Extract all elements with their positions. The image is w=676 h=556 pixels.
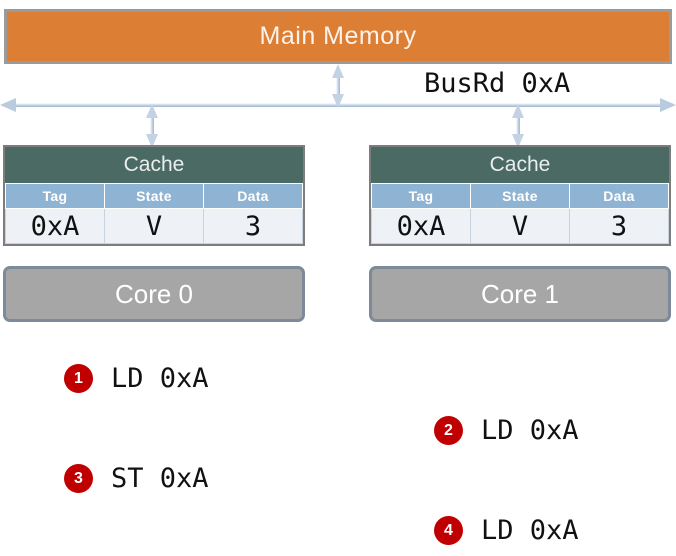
column-header-data: Data (569, 183, 669, 209)
column-header-data: Data (203, 183, 303, 209)
table-header-row: Tag State Data (371, 183, 669, 209)
step-badge-1: 1 (64, 364, 93, 393)
cache-title-1: Cache (371, 147, 669, 183)
core-block-0: Core 0 (3, 266, 305, 322)
cell-state: V (104, 208, 204, 244)
node-core0: Cache Tag State Data 0xA V 3 Core 0 (3, 145, 305, 322)
core-label-0: Core 0 (114, 278, 194, 309)
step-badge-2: 2 (434, 416, 463, 445)
step-item-3: 3 ST 0xA (64, 463, 209, 494)
core-block-1: Core 1 (369, 266, 671, 322)
step-text-1: LD 0xA (111, 363, 209, 394)
cell-tag: 0xA (371, 208, 471, 244)
connector-bus-to-cache1-icon (512, 104, 524, 148)
cell-data: 3 (203, 208, 303, 244)
cache-title-0: Cache (5, 147, 303, 183)
step-badge-3: 3 (64, 464, 93, 493)
column-header-tag: Tag (371, 183, 471, 209)
step-text-4: LD 0xA (481, 515, 579, 546)
bus-transaction-label: BusRd 0xA (424, 68, 571, 99)
table-row: 0xA V 3 (5, 208, 303, 244)
cell-data: 3 (569, 208, 669, 244)
cache-table-1: Tag State Data 0xA V 3 (371, 183, 669, 244)
core-label-1: Core 1 (480, 278, 560, 309)
main-memory-label: Main Memory (259, 22, 417, 50)
cell-state: V (470, 208, 570, 244)
connector-bus-to-cache0-icon (146, 104, 158, 148)
step-item-1: 1 LD 0xA (64, 363, 209, 394)
step-item-4: 4 LD 0xA (434, 515, 579, 546)
table-row: 0xA V 3 (371, 208, 669, 244)
connector-memory-to-bus-icon (332, 64, 344, 108)
table-header-row: Tag State Data (5, 183, 303, 209)
column-header-state: State (470, 183, 570, 209)
cell-tag: 0xA (5, 208, 105, 244)
node-core1: Cache Tag State Data 0xA V 3 Core 1 (369, 145, 671, 322)
cache-block-1: Cache Tag State Data 0xA V 3 (369, 145, 671, 246)
step-text-3: ST 0xA (111, 463, 209, 494)
column-header-state: State (104, 183, 204, 209)
column-header-tag: Tag (5, 183, 105, 209)
cache-table-0: Tag State Data 0xA V 3 (5, 183, 303, 244)
step-text-2: LD 0xA (481, 415, 579, 446)
main-memory-block: Main Memory (4, 9, 672, 64)
step-badge-4: 4 (434, 516, 463, 545)
step-item-2: 2 LD 0xA (434, 415, 579, 446)
cache-block-0: Cache Tag State Data 0xA V 3 (3, 145, 305, 246)
